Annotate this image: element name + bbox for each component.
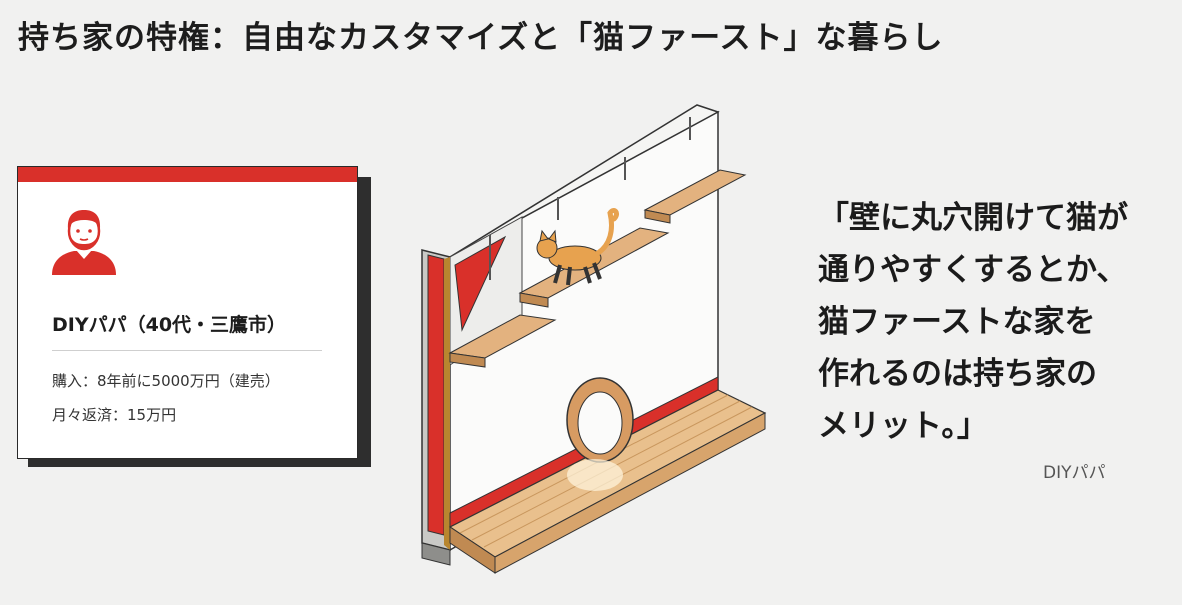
quote-block: 「壁に丸穴開けて猫が 通りやすくするとか、 猫ファーストな家を 作れるのは持ち家…: [818, 192, 1158, 452]
cat-wall-illustration: [421, 104, 767, 574]
quote-line: 「壁に丸穴開けて猫が: [818, 200, 1128, 236]
profile-purchase: 購入：8年前に5000万円（建売）: [52, 372, 280, 390]
quote-line: 通りやすくするとか、: [818, 252, 1128, 288]
profile-payment: 月々返済：15万円: [52, 406, 177, 424]
profile-divider: [52, 350, 322, 351]
man-avatar-icon: [52, 210, 116, 275]
page-title: 持ち家の特権：自由なカスタマイズと「猫ファースト」な暮らし: [18, 20, 944, 56]
profile-card-accent-bar: [18, 167, 357, 182]
profile-name: DIYパパ（40代・三鷹市）: [52, 314, 287, 336]
quote-line: メリット。」: [818, 408, 988, 444]
quote-author: DIYパパ: [1043, 463, 1106, 483]
cat-icon: [536, 208, 619, 286]
quote-line: 作れるのは持ち家の: [818, 356, 1097, 392]
quote-line: 猫ファーストな家を: [818, 304, 1096, 340]
profile-card: DIYパパ（40代・三鷹市） 購入：8年前に5000万円（建売） 月々返済：15…: [17, 166, 358, 459]
